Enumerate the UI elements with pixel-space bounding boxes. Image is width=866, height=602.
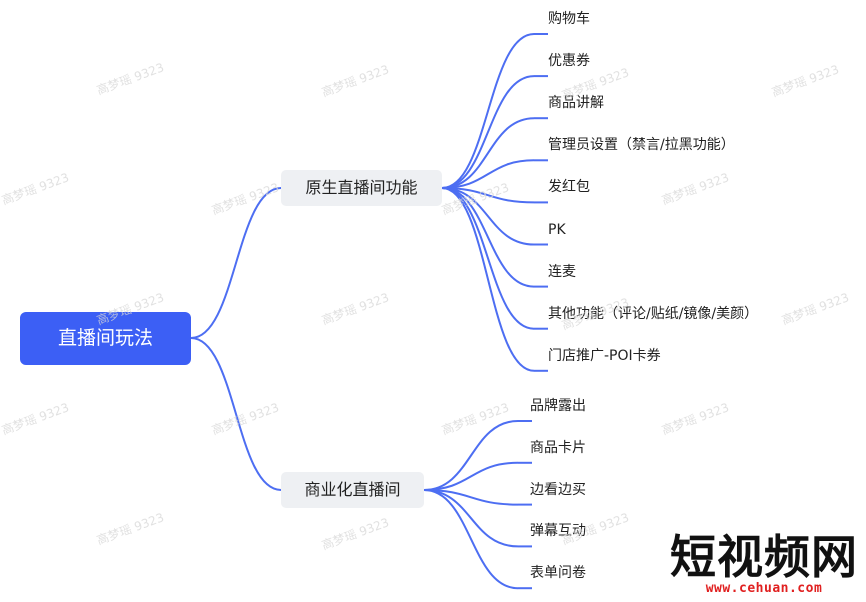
leaf-node[interactable]: 品牌露出 — [530, 398, 586, 414]
edge-branch-0-leaf-6 — [441, 187, 535, 288]
edge-branch-0-leaf-8 — [441, 187, 535, 372]
edge-branch-1-leaf-2 — [423, 489, 519, 506]
edge-branch-1-leaf-1 — [423, 461, 519, 491]
edge-branch-0-leaf-0 — [441, 33, 535, 189]
leaf-node[interactable]: 商品卡片 — [530, 439, 586, 456]
edge-branch-1-leaf-3 — [423, 489, 519, 548]
edge-branch-1-leaf-4 — [423, 489, 519, 590]
leaf-node[interactable]: 连麦 — [548, 263, 576, 280]
logo-url: www.cehuan.com — [705, 581, 823, 596]
leaf-node[interactable]: 购物车 — [548, 11, 590, 27]
edge-branch-1-leaf-0 — [423, 420, 519, 491]
edge-branch-0-leaf-2 — [441, 117, 535, 189]
edge-root-to-branch-1 — [190, 337, 282, 491]
branch-node-native-features[interactable]: 原生直播间功能 — [281, 170, 442, 206]
site-logo: 短视频网 www.cehuan.com — [670, 532, 858, 596]
edge-root-to-branch-0 — [190, 187, 282, 339]
branch-node-commercial-live[interactable]: 商业化直播间 — [281, 472, 424, 508]
edge-branch-0-leaf-5 — [441, 187, 535, 246]
edge-branch-0-leaf-4 — [441, 187, 535, 204]
leaf-node[interactable]: 其他功能（评论/贴纸/镜像/美颜） — [548, 305, 759, 322]
leaf-node[interactable]: 发红包 — [548, 179, 590, 196]
edge-branch-0-leaf-3 — [441, 159, 535, 189]
leaf-node[interactable]: 管理员设置（禁言/拉黑功能） — [548, 137, 735, 154]
leaf-node[interactable]: 商品讲解 — [548, 95, 604, 112]
edge-branch-0-leaf-7 — [441, 187, 535, 330]
leaf-node[interactable]: 弹幕互动 — [530, 523, 586, 540]
leaf-node[interactable]: 优惠券 — [548, 53, 590, 70]
edge-branch-0-leaf-1 — [441, 75, 535, 189]
logo-text: 短视频网 — [670, 530, 858, 584]
leaf-node[interactable]: 表单问卷 — [530, 565, 586, 582]
leaf-node[interactable]: 门店推广-POI卡券 — [548, 347, 661, 364]
root-node[interactable]: 直播间玩法 — [20, 312, 191, 365]
leaf-node[interactable]: 边看边买 — [530, 481, 586, 498]
leaf-node[interactable]: PK — [548, 221, 566, 238]
